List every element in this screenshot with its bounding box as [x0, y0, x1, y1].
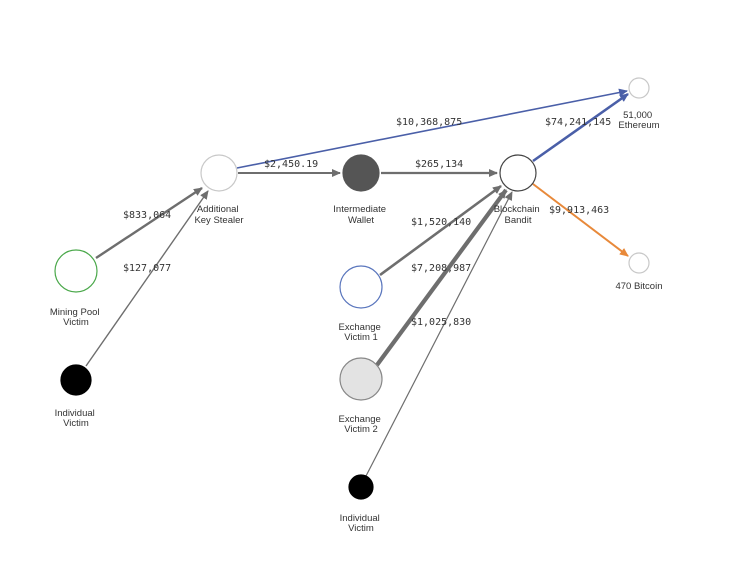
label-bitcoin: 470 Bitcoin: [615, 281, 662, 292]
label-individual-victim-left: Individual Victim: [55, 408, 98, 429]
label-line: Individual: [340, 513, 380, 524]
label-line: 51,000: [623, 110, 652, 121]
edge-label-intermediate-wallet-to-blockchain-bandit: $265,134: [415, 159, 463, 170]
node-bitcoin[interactable]: [628, 252, 650, 274]
label-line: 470 Bitcoin: [615, 281, 662, 292]
edge-individual-victim-to-blockchain-bandit: [365, 191, 513, 477]
node-mining-pool-victim[interactable]: [54, 249, 98, 293]
edge-key-stealer-to-ethereum: [236, 88, 628, 169]
node-individual-victim-bottom[interactable]: [348, 474, 374, 500]
label-line: Exchange: [339, 322, 381, 333]
label-line: Key Stealer: [194, 215, 243, 226]
node-additional-key-stealer[interactable]: [200, 154, 238, 192]
label-line: Victim: [348, 523, 374, 534]
label-line: Mining Pool: [50, 307, 100, 318]
edge-mining-pool-to-key-stealer: [95, 186, 203, 260]
edge-label-exchange-victim-2-to-blockchain-bandit: $7,208,987: [411, 263, 471, 274]
label-line: Additional: [197, 204, 239, 215]
node-exchange-victim-1[interactable]: [339, 265, 383, 309]
node-exchange-victim-2[interactable]: [339, 357, 383, 401]
label-line: Victim: [63, 317, 89, 328]
label-additional-key-stealer: Additional Key Stealer: [194, 204, 243, 226]
edge-label-key-stealer-to-ethereum: $10,368,875: [396, 117, 462, 128]
edge-label-key-stealer-to-intermediate-wallet: $2,450.19: [264, 159, 318, 170]
label-line: Individual: [55, 408, 95, 419]
node-labels: Additional Key Stealer Intermediate Wall…: [50, 110, 663, 534]
edge-exchange-victim-1-to-blockchain-bandit: [379, 184, 502, 277]
label-line: Wallet: [348, 215, 374, 226]
label-ethereum: 51,000 Ethereum: [618, 110, 659, 131]
node-intermediate-wallet[interactable]: [342, 154, 380, 192]
edge-individual-victim-to-key-stealer: [85, 190, 209, 367]
edge-label-blockchain-bandit-to-ethereum: $74,241,145: [545, 117, 611, 128]
edge-exchange-victim-2-to-blockchain-bandit: [375, 188, 508, 367]
label-line: Exchange: [339, 414, 381, 425]
edge-label-blockchain-bandit-to-bitcoin: $9,913,463: [549, 205, 609, 216]
label-line: Blockchain: [494, 204, 540, 215]
edge-blockchain-bandit-to-bitcoin: [532, 183, 629, 257]
edge-blockchain-bandit-to-ethereum: [532, 92, 629, 163]
edge-label-exchange-victim-1-to-blockchain-bandit: $1,520,140: [411, 217, 471, 228]
node-individual-victim-left[interactable]: [60, 364, 92, 396]
label-line: Victim 1: [344, 332, 378, 343]
edges: [85, 88, 629, 477]
label-exchange-victim-1: Exchange Victim 1: [339, 322, 384, 343]
node-blockchain-bandit[interactable]: [499, 154, 537, 192]
label-mining-pool-victim: Mining Pool Victim: [50, 307, 102, 328]
label-line: Intermediate: [333, 204, 386, 215]
nodes: [54, 77, 650, 500]
label-blockchain-bandit: Blockchain Bandit: [494, 204, 543, 226]
edge-label-mining-pool-to-key-stealer: $833,064: [123, 210, 171, 221]
edge-label-individual-victim-to-blockchain-bandit: $1,025,830: [411, 317, 471, 328]
label-line: Ethereum: [618, 120, 659, 131]
node-ethereum[interactable]: [628, 77, 650, 99]
label-individual-victim-bottom: Individual Victim: [340, 513, 383, 534]
label-line: Bandit: [505, 215, 532, 226]
label-line: Victim 2: [344, 424, 378, 435]
label-line: Victim: [63, 418, 89, 429]
label-exchange-victim-2: Exchange Victim 2: [339, 414, 384, 435]
label-intermediate-wallet: Intermediate Wallet: [333, 204, 388, 226]
edge-label-individual-victim-to-key-stealer: $127,077: [123, 263, 171, 274]
edge-labels: $10,368,875 $2,450.19 $265,134 $74,241,1…: [123, 117, 611, 328]
